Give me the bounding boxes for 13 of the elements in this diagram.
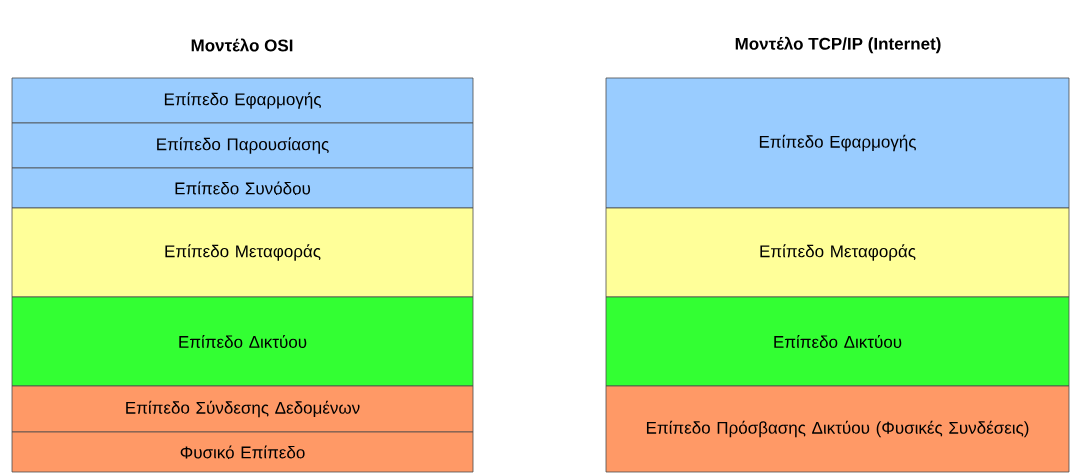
layer-box: Επίπεδο Πρόσβασης Δικτύου (Φυσικές Συνδέσεις) (605, 385, 1070, 473)
layer-box: Επίπεδο Εφαρμογής (605, 77, 1070, 209)
layer-box: Επίπεδο Συνόδου (11, 167, 474, 209)
layer-box: Επίπεδο Παρουσίασης (11, 122, 474, 169)
layer-box: Φυσικό Επίπεδο (11, 431, 474, 473)
layer-box: Επίπεδο Μεταφοράς (605, 207, 1070, 298)
layer-box: Επίπεδο Μεταφοράς (11, 207, 474, 298)
layer-box: Επίπεδο Σύνδεσης Δεδομένων (11, 385, 474, 433)
layer-box: Επίπεδο Εφαρμογής (11, 77, 474, 124)
column-title: Μοντέλο OSI (191, 38, 293, 52)
layer-box: Επίπεδο Δικτύου (605, 296, 1070, 387)
column-title: Μοντέλο TCP/IP (Internet) (735, 36, 941, 54)
layer-box: Επίπεδο Δικτύου (11, 296, 474, 387)
